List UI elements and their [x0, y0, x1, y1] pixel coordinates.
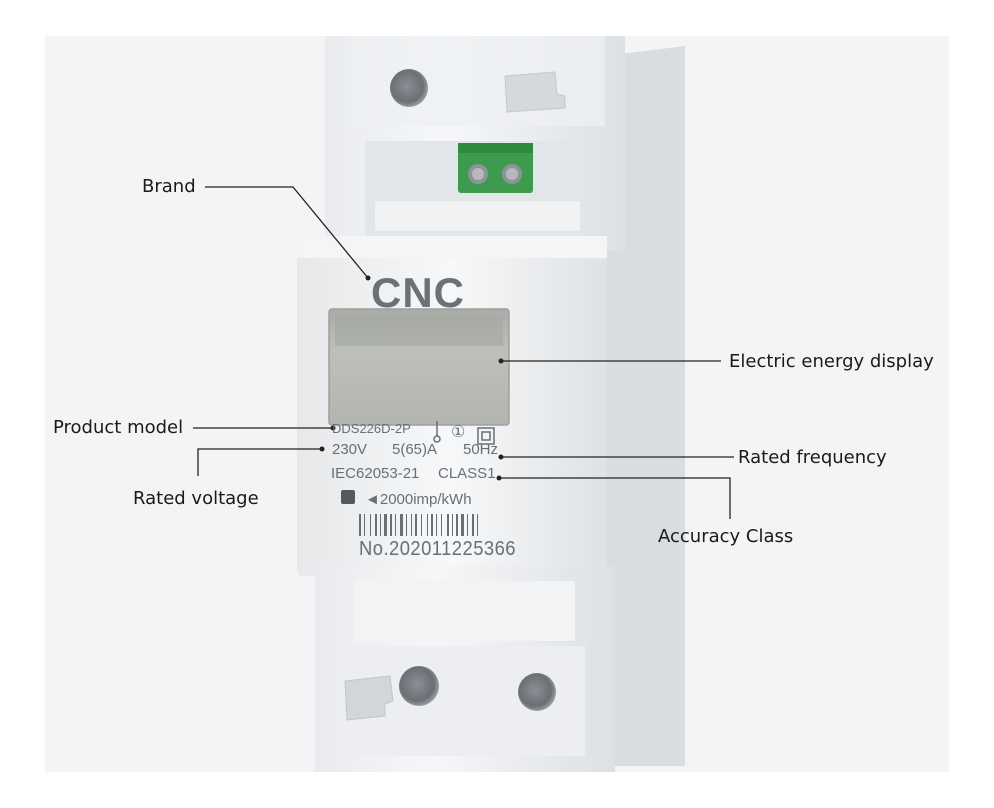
callout-brand: Brand — [142, 176, 196, 197]
pulse-led — [341, 490, 355, 504]
bottom-screw — [399, 666, 439, 706]
terminal-icon — [433, 421, 441, 443]
barcode — [359, 514, 478, 536]
accuracy-class-value: CLASS1 — [438, 465, 496, 482]
top-transparent-cover — [325, 36, 625, 251]
rated-voltage-value: 230V — [332, 441, 368, 458]
callout-lines — [193, 186, 734, 519]
terminal-block — [458, 143, 533, 193]
brand-leader — [205, 186, 369, 279]
phase-symbol: ① — [451, 424, 466, 441]
top-screw — [390, 69, 428, 107]
callout-product-model: Product model — [53, 417, 184, 438]
bottom-transparent-cover — [315, 566, 615, 772]
callout-rated-frequency: Rated frequency — [738, 447, 887, 468]
rated-current-value: 5(65)A — [392, 441, 438, 458]
voltage-leader — [197, 448, 322, 476]
callout-accuracy-class: Accuracy Class — [658, 526, 794, 547]
brand-logo: CNC — [371, 269, 465, 316]
double-insulation-icon — [477, 427, 495, 445]
model-number: DDS226D-2P — [332, 421, 411, 436]
serial-number: No.202011225366 — [359, 538, 516, 560]
bottom-latch — [344, 675, 394, 721]
product-photo: CNC DDS226D-2P ① 230V 5(65)A 50Hz IEC620… — [45, 36, 949, 772]
bottom-screw — [518, 673, 556, 711]
callout-display: Electric energy display — [729, 351, 934, 372]
top-latch — [504, 71, 566, 113]
callout-rated-voltage: Rated voltage — [133, 488, 259, 509]
rated-frequency-value: 50Hz — [463, 441, 499, 458]
callout-dots — [319, 275, 504, 481]
standard-value: IEC62053-21 — [331, 465, 420, 482]
impulse-rate: ◄2000imp/kWh — [365, 491, 472, 508]
accuracy-leader — [499, 477, 731, 519]
energy-meter-illustration — [193, 36, 734, 772]
